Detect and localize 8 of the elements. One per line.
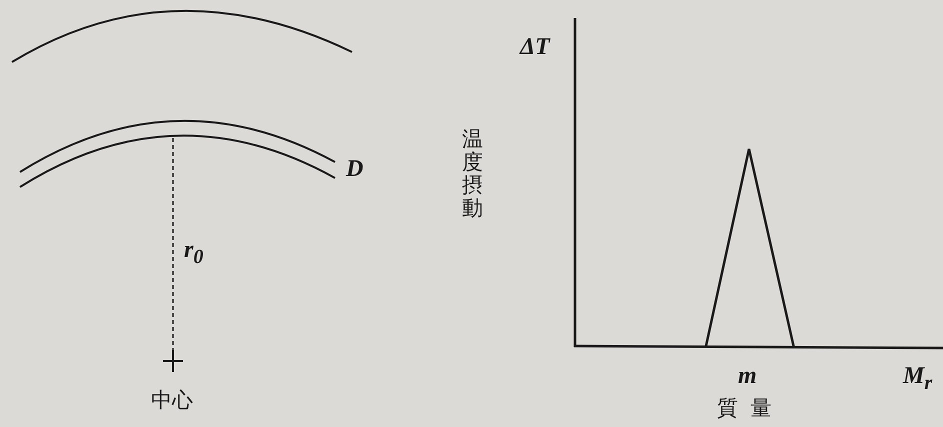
axis-title: 温度摂動 [462, 128, 483, 220]
radius-label: r$_{0}$ [184, 238, 204, 267]
axis-label: M$_{r}$ [903, 364, 932, 393]
tick-label: m [738, 364, 757, 388]
axis-title: 質量 [717, 398, 784, 419]
arc-label: D [346, 157, 364, 181]
center-label: 中心 [151, 390, 193, 411]
axis-label: ΔT [520, 35, 550, 59]
